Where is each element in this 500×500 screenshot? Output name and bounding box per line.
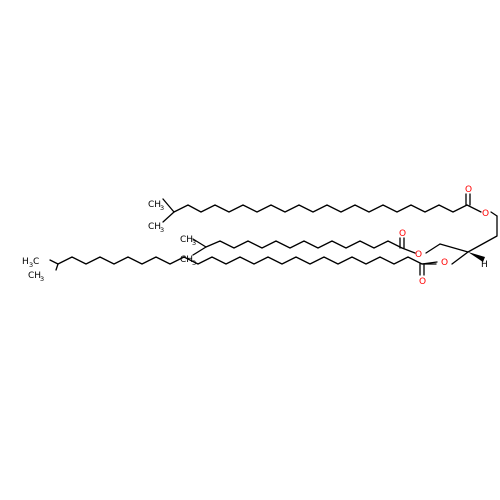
h3c-sub: 3	[29, 261, 33, 269]
oxygen-ester-1: O	[482, 209, 489, 219]
chain-1-methyl-branch	[162, 211, 175, 223]
stereo-wedge-bond	[468, 252, 485, 262]
ch3-label-1a: CH	[148, 200, 161, 210]
chain-3-backbone	[49, 256, 437, 265]
chain-1-backbone	[162, 198, 468, 213]
oxygen-carbonyl-1: O	[465, 185, 472, 195]
h3c-label-h: H	[22, 257, 29, 267]
ch3-sub-2b: 3	[192, 259, 196, 267]
oxygen-ester-2: O	[415, 250, 422, 260]
oxygen-ester-3: O	[441, 258, 448, 268]
ch3-sub-3: 3	[40, 275, 44, 283]
glycerol-o-bond-2	[451, 251, 469, 265]
oxygen-carbonyl-3: O	[419, 277, 426, 287]
ch3-label-3: CH	[28, 271, 41, 281]
h3c-label-c: C	[33, 257, 39, 267]
ch3-sub-1b: 3	[160, 226, 164, 234]
glycerol-ch2-2	[425, 243, 441, 254]
ch3-label-2a: CH	[180, 235, 193, 245]
ch3-label-2b: CH	[180, 255, 193, 265]
chain-3-ester-bond	[421, 261, 438, 265]
ch3-sub-1a: 3	[160, 204, 164, 212]
chain-1-o-ch2-bond	[490, 211, 498, 217]
glycerol-backbone	[439, 215, 498, 253]
stereo-hydrogen: H	[481, 260, 488, 270]
chain-2-methyl-branch	[192, 246, 207, 256]
chain-1-ester-bond	[466, 204, 482, 213]
chain-2-backbone	[192, 238, 403, 249]
ch3-sub-2a: 3	[192, 239, 196, 247]
ch3-label-1b: CH	[148, 222, 161, 232]
chain-2-ester-bond	[401, 247, 416, 254]
chain-3-methyl-branch	[55, 263, 59, 271]
oxygen-carbonyl-2: O	[399, 229, 406, 239]
